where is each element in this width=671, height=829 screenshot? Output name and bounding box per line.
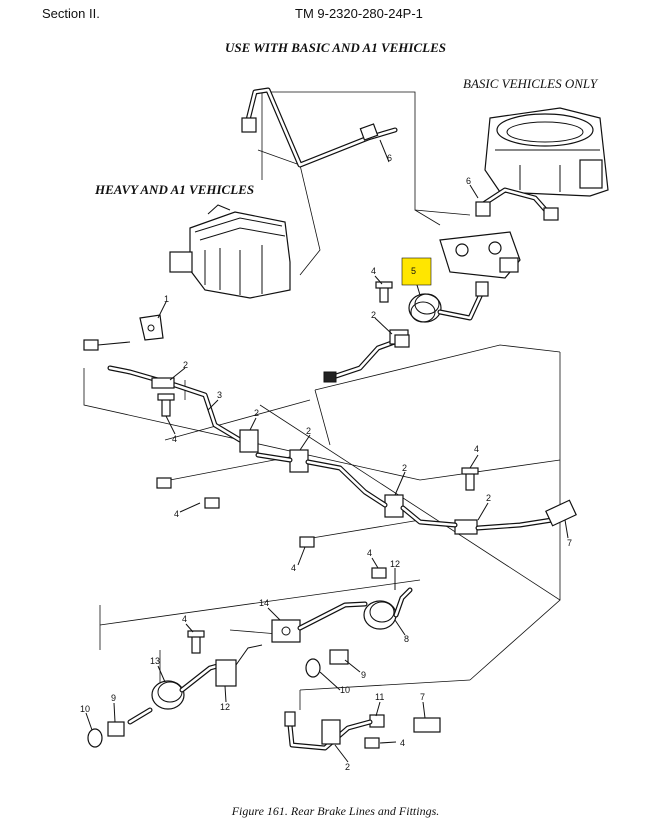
callout-13: 13 (150, 656, 160, 666)
coil-line-8 (297, 587, 413, 631)
heavy-a1-caption: HEAVY AND A1 VEHICLES (95, 182, 255, 197)
callout-11: 11 (375, 692, 384, 702)
callout-10: 10 (340, 685, 350, 695)
manual-number: TM 9-2320-280-24P-1 (295, 6, 423, 21)
callout-7: 7 (567, 538, 572, 548)
callout-2: 2 (183, 360, 188, 370)
callout-4: 4 (367, 548, 372, 558)
callout-4: 4 (474, 444, 479, 454)
callout-2: 2 (402, 463, 407, 473)
use-with-caption: USE WITH BASIC AND A1 VEHICLES (225, 40, 446, 55)
master-cylinder-heavy (169, 204, 291, 299)
callout-9: 9 (111, 693, 116, 703)
brake-line-lower (284, 711, 373, 751)
bolt-left (83, 339, 131, 351)
coil-line-13 (127, 659, 235, 725)
highlight-box-item-5 (401, 257, 432, 286)
callout-numbers: 6 6 5 4 2 1 2 3 2 2 4 4 2 2 4 7 4 4 12 1… (80, 153, 572, 772)
bracket-12-lower (215, 644, 263, 687)
callout-2: 2 (306, 426, 311, 436)
basic-vehicles-caption: BASIC VEHICLES ONLY (463, 76, 598, 91)
callout-6: 6 (387, 153, 392, 163)
figure-caption: Figure 161. Rear Brake Lines and Fitting… (231, 804, 440, 818)
brake-line-middle (255, 452, 555, 531)
callout-2: 2 (254, 408, 259, 418)
master-cylinder-basic (484, 107, 609, 197)
callout-12: 12 (220, 702, 230, 712)
callout-5: 5 (411, 266, 416, 276)
callout-12: 12 (390, 559, 400, 569)
brake-line-6-basic (475, 187, 559, 221)
brake-line-6-heavy (241, 87, 398, 168)
clamp-set (239, 334, 478, 535)
brake-line-3 (107, 365, 243, 443)
callout-9: 9 (361, 670, 366, 680)
tee-fitting-14 (271, 619, 301, 643)
bolts-4 (156, 393, 479, 749)
callout-4: 4 (400, 738, 405, 748)
fittings-9-10-11 (87, 649, 441, 748)
callout-4: 4 (174, 509, 179, 519)
bracket-1 (139, 314, 164, 341)
callout-7: 7 (420, 692, 425, 702)
callout-14: 14 (259, 598, 269, 608)
callout-4: 4 (291, 563, 296, 573)
callout-3: 3 (217, 390, 222, 400)
proportioning-valve (439, 231, 521, 279)
coil-brake-line-5 (408, 281, 489, 323)
bolt-upper (375, 281, 393, 303)
callout-6: 6 (466, 176, 471, 186)
callout-2: 2 (486, 493, 491, 503)
leader-lines (83, 91, 561, 710)
callout-10: 10 (80, 704, 90, 714)
callout-4: 4 (182, 614, 187, 624)
section-label: Section II. (42, 6, 100, 21)
callout-2: 2 (345, 762, 350, 772)
callout-4: 4 (371, 266, 376, 276)
callout-leaders (85, 139, 569, 763)
coupling-7-upper (545, 499, 577, 527)
callout-2: 2 (371, 310, 376, 320)
callout-4: 4 (172, 434, 177, 444)
callout-1: 1 (164, 294, 169, 304)
callout-8: 8 (404, 634, 409, 644)
